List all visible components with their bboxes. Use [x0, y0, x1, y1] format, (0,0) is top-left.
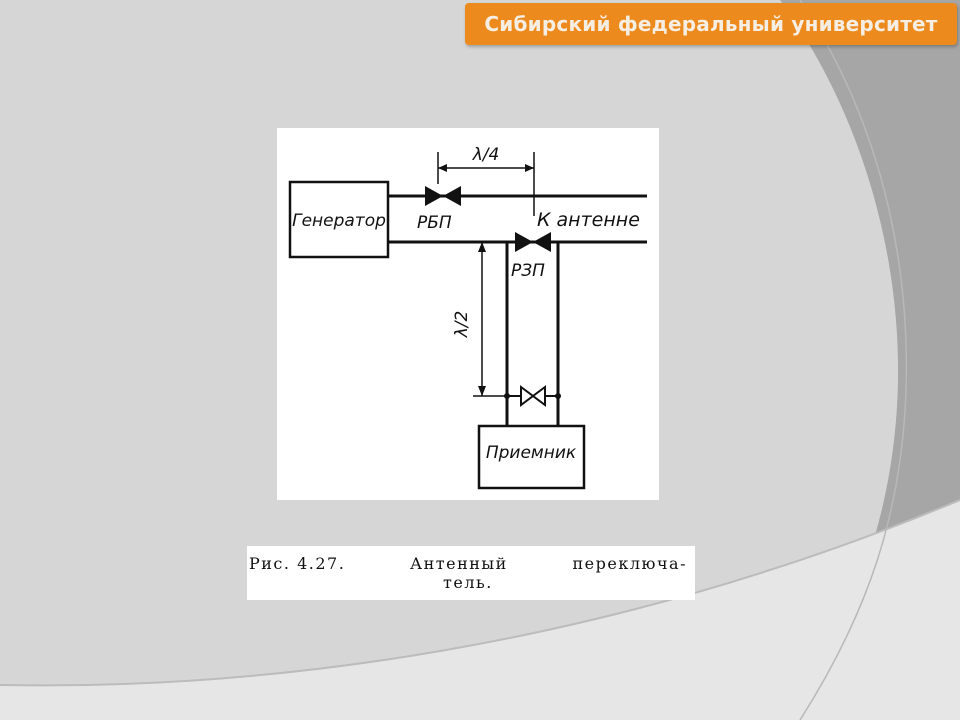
quarter-wave-label: λ/4 — [472, 145, 500, 165]
half-wave-dimension — [473, 242, 507, 397]
university-title: Сибирский федеральный университет — [484, 12, 938, 36]
quarter-wave-dimension — [437, 152, 535, 216]
caption-word-2: переключа- — [572, 554, 687, 573]
rzp-discharger-icon — [515, 232, 551, 252]
receiver-protector-icon — [504, 385, 561, 407]
antenna-label: К антенне — [537, 209, 640, 231]
caption-word-1: Антенный — [409, 554, 508, 573]
caption-line-1: Рис. 4.27. Антенный переключа- — [249, 554, 687, 573]
receiver-block — [477, 424, 586, 490]
generator-label: Генератор — [292, 211, 386, 231]
generator-block — [288, 180, 390, 259]
caption-figure-number: Рис. 4.27. — [249, 554, 346, 573]
university-banner: Сибирский федеральный университет — [465, 3, 957, 45]
antenna-switch-diagram: Генератор Приемник РБП РЗП К антенне λ/4… — [277, 128, 659, 500]
diagram-canvas: Генератор Приемник РБП РЗП К антенне λ/4… — [288, 145, 647, 490]
rbp-label: РБП — [417, 213, 452, 233]
rbp-discharger-icon — [425, 186, 461, 206]
receiver-label: Приемник — [486, 443, 577, 463]
figure-caption: Рис. 4.27. Антенный переключа- тель. — [247, 546, 695, 600]
rzp-label: РЗП — [511, 261, 545, 281]
caption-line-2: тель. — [443, 573, 493, 592]
half-wave-label: λ/2 — [452, 311, 472, 339]
